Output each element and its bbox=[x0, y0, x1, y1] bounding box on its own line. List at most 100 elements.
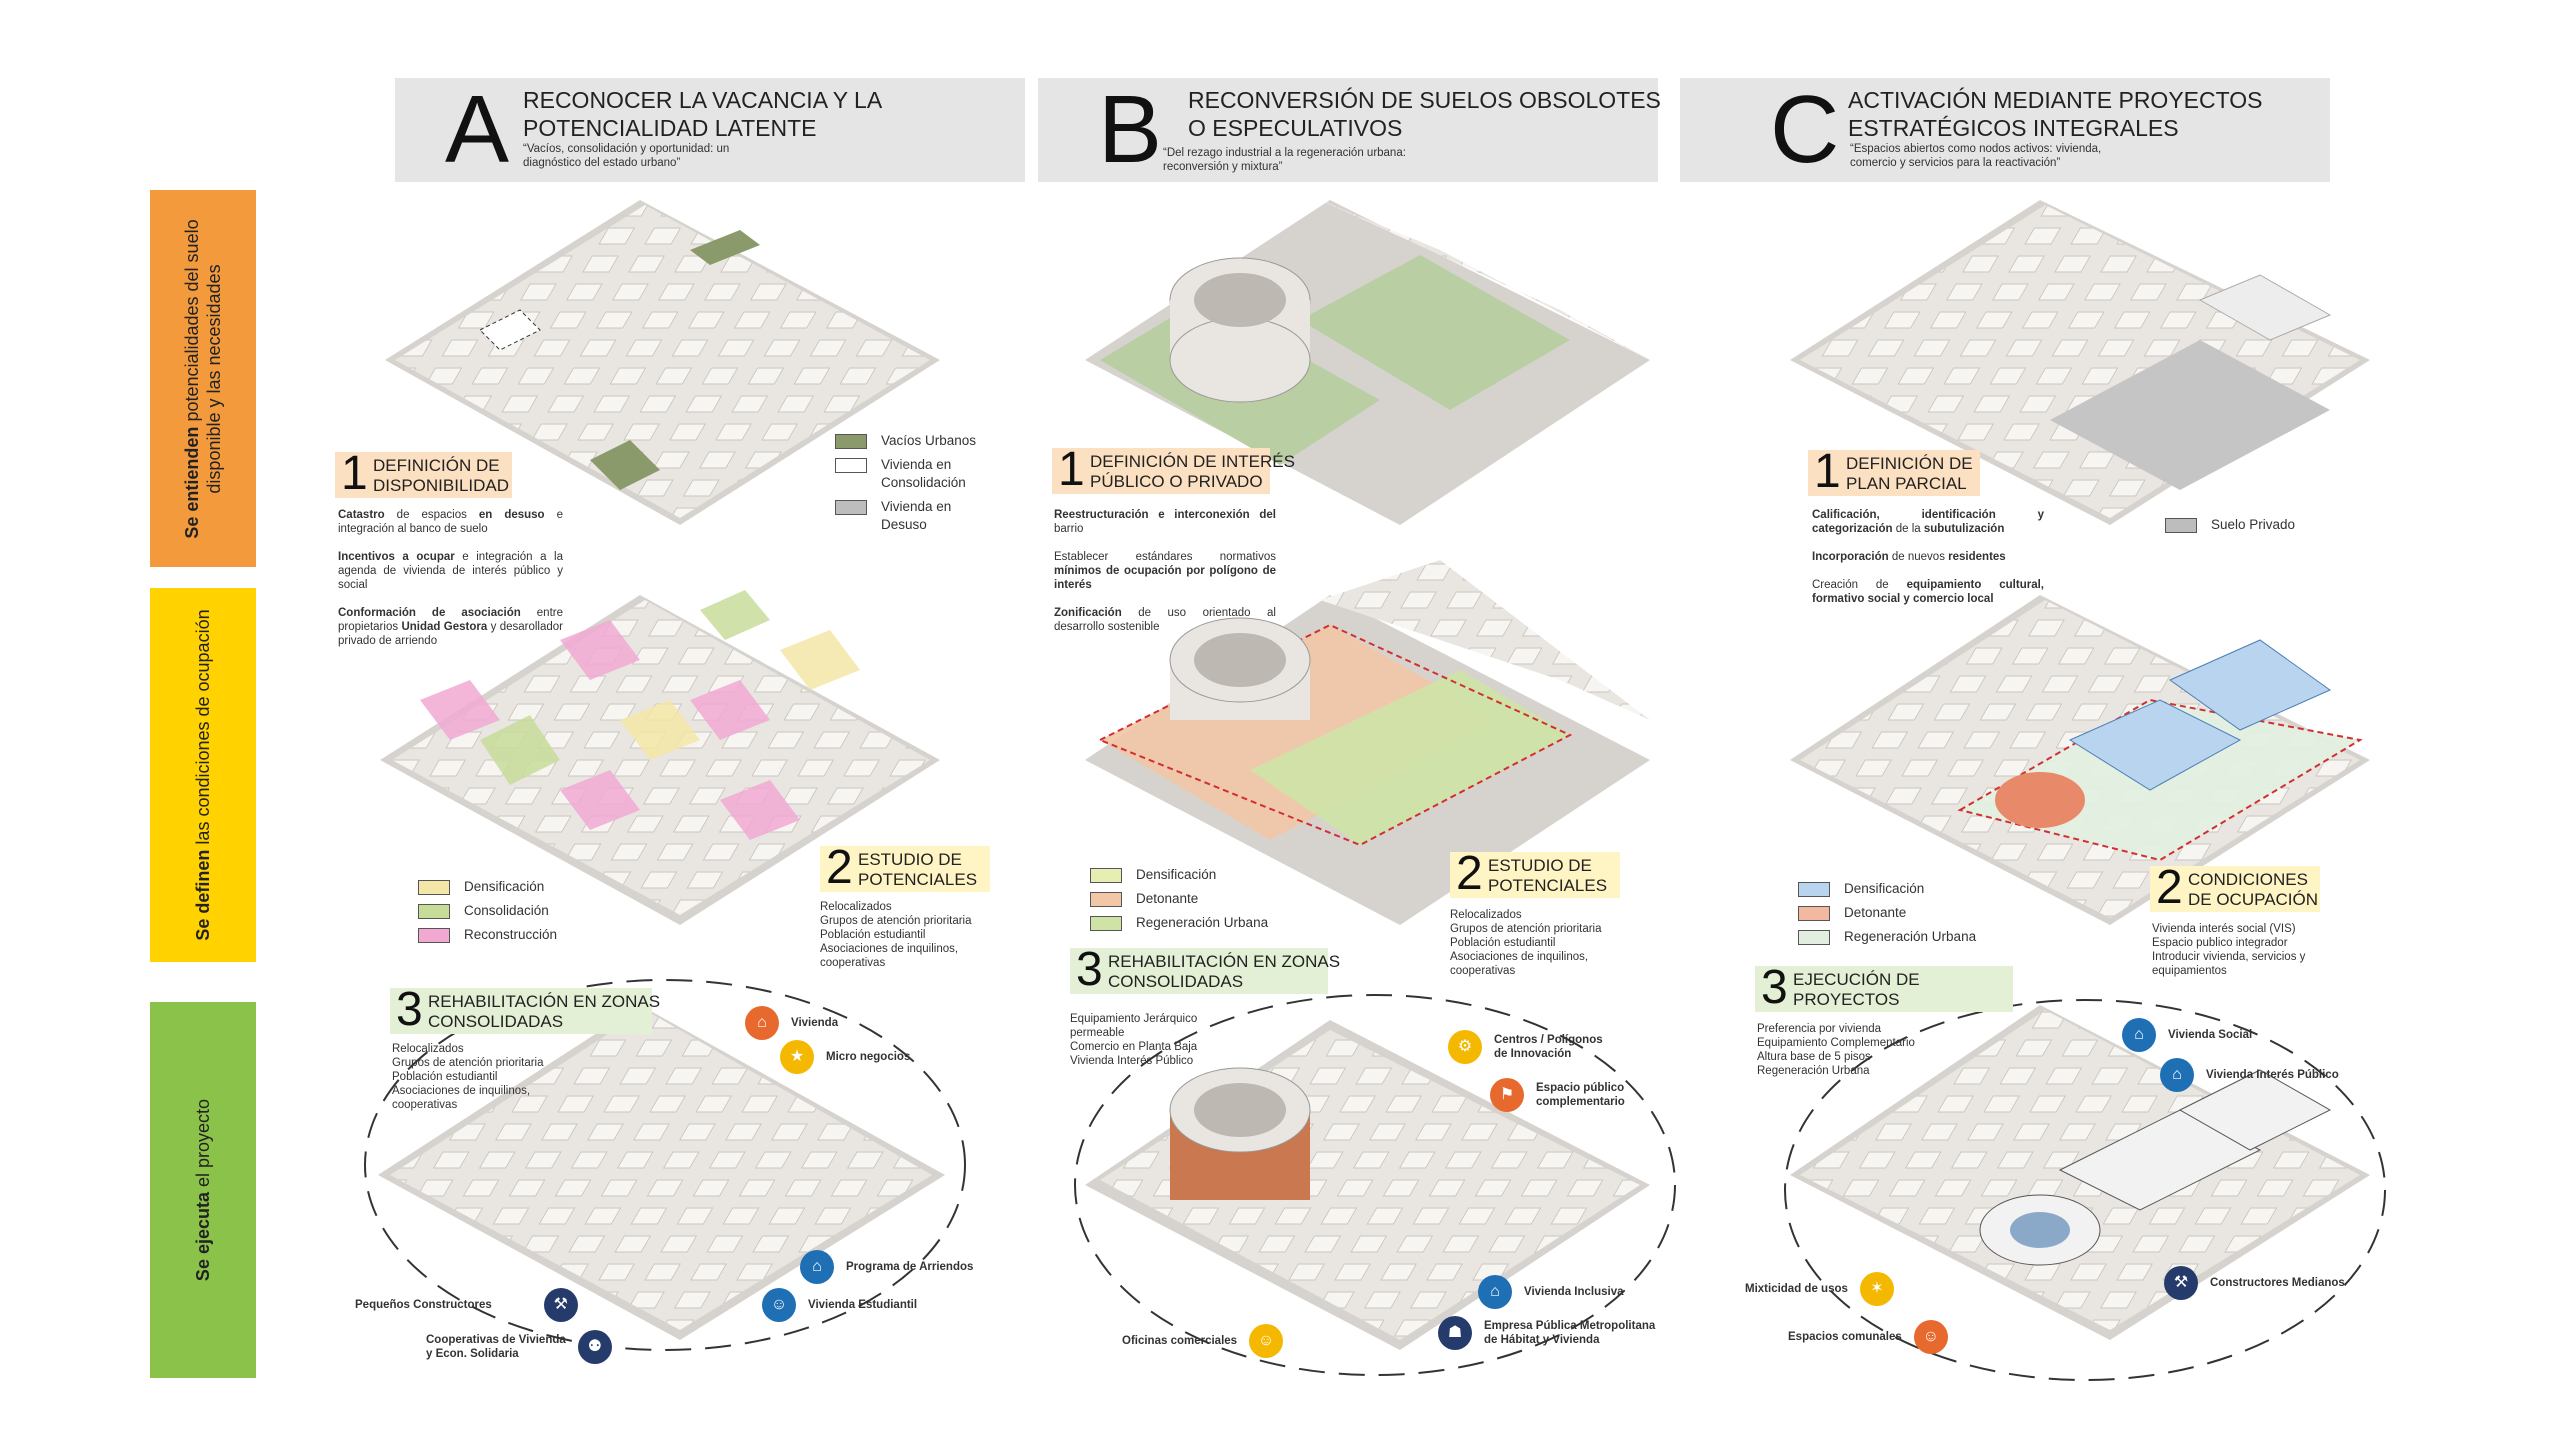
header-b: B RECONVERSIÓN DE SUELOS OBSOLOTES O ESP… bbox=[1038, 76, 1661, 183]
step-number: 3 bbox=[1076, 943, 1103, 996]
step-b2-list: Relocalizados Grupos de atención priorit… bbox=[1450, 909, 1602, 977]
column-letter: B bbox=[1098, 76, 1163, 183]
city-block-c3 bbox=[1784, 999, 2386, 1381]
key-icon: ⌂ bbox=[800, 1250, 834, 1284]
actor-vivienda-estudiantil: ☺ Vivienda Estudiantil bbox=[762, 1288, 917, 1322]
step-title: DEFINICIÓN DE DISPONIBILIDAD bbox=[373, 456, 510, 495]
legend-item: Suelo Privado bbox=[2165, 516, 2295, 534]
step-b2: 2 ESTUDIO DE POTENCIALES bbox=[1450, 848, 1620, 900]
legend-item: Regeneración Urbana bbox=[1090, 914, 1268, 932]
actor-centros-innovacion: ⚙ Centros / Polígonos de Innovación bbox=[1448, 1030, 1603, 1064]
office-icon: ☺ bbox=[1249, 1324, 1284, 1358]
step-title: EJECUCIÓN DE PROYECTOS bbox=[1793, 970, 1920, 1009]
step-title: DEFINICIÓN DE INTERÉS PÚBLICO O PRIVADO bbox=[1090, 452, 1295, 491]
actor-vivienda-social: ⌂ Vivienda Social bbox=[2122, 1018, 2252, 1052]
step-c2: 2 CONDICIONES DE OCUPACIÓN bbox=[2150, 862, 2320, 914]
actor-empresa-publica: ☗ Empresa Pública Metropolitana de Hábit… bbox=[1438, 1316, 1655, 1350]
actor-espacio-publico: ⚑ Espacio público complementario bbox=[1490, 1078, 1625, 1112]
legend-c2: Densificación Detonante Regeneración Urb… bbox=[1798, 880, 1976, 952]
step-c1: 1 DEFINICIÓN DE PLAN PARCIAL bbox=[1808, 446, 1980, 498]
step-number: 3 bbox=[396, 983, 423, 1036]
step-a1: 1 DEFINICIÓN DE DISPONIBILIDAD bbox=[335, 448, 512, 500]
step-number: 1 bbox=[341, 447, 368, 500]
city-block-a2 bbox=[380, 590, 940, 925]
column-subtitle: “Espacios abiertos como nodos activos: v… bbox=[1850, 143, 2102, 169]
step-number: 2 bbox=[826, 841, 853, 894]
city-block-b1 bbox=[1085, 200, 1650, 525]
builder-icon: ⚒ bbox=[543, 1288, 578, 1322]
actor-oficinas-comerciales: Oficinas comerciales ☺ bbox=[1122, 1324, 1284, 1358]
step-a3: 3 REHABILITACIÓN EN ZONAS CONSOLIDADAS bbox=[390, 984, 660, 1036]
column-title: RECONVERSIÓN DE SUELOS OBSOLOTES O ESPEC… bbox=[1188, 87, 1661, 141]
step-number: 2 bbox=[1456, 847, 1483, 900]
actor-vivienda-interes-publico: ⌂ Vivienda Interés Público bbox=[2160, 1058, 2339, 1092]
step-c2-list: Vivienda interés social (VIS) Espacio pu… bbox=[2152, 923, 2306, 977]
actor-pequenos-constructores: Pequeños Constructores ⚒ bbox=[355, 1288, 578, 1322]
column-title: ACTIVACIÓN MEDIANTE PROYECTOS ESTRATÉGIC… bbox=[1848, 87, 2263, 141]
city-block-a1 bbox=[385, 200, 940, 525]
shop-icon: ★ bbox=[780, 1040, 814, 1074]
step-a1-body: Catastro de espacios en desuso e integra… bbox=[338, 509, 564, 647]
legend-item: Densificación bbox=[1798, 880, 1976, 898]
step-number: 1 bbox=[1058, 443, 1085, 496]
step-c3: 3 EJECUCIÓN DE PROYECTOS bbox=[1755, 962, 2013, 1014]
social-housing-icon: ⌂ bbox=[2122, 1018, 2156, 1052]
public-space-icon: ⚑ bbox=[1490, 1078, 1524, 1112]
legend-item: Reconstrucción bbox=[418, 926, 557, 944]
innovation-icon: ⚙ bbox=[1448, 1030, 1482, 1064]
step-number: 2 bbox=[2156, 861, 2183, 914]
communal-icon: ☺ bbox=[1913, 1320, 1948, 1354]
step-title: ESTUDIO DE POTENCIALES bbox=[1488, 856, 1608, 895]
legend-item: Vivienda en Desuso bbox=[835, 498, 976, 534]
step-c3-list: Preferencia por vivienda Equipamiento Co… bbox=[1757, 1023, 1915, 1077]
row-bar-understand: Se entienden potencialidades del suelo d… bbox=[150, 190, 256, 567]
step-title: ESTUDIO DE POTENCIALES bbox=[858, 850, 978, 889]
step-title: CONDICIONES DE OCUPACIÓN bbox=[2188, 870, 2319, 909]
header-a: A RECONOCER LA VACANCIA Y LA POTENCIALID… bbox=[395, 78, 1025, 182]
mixed-use-icon: ✶ bbox=[1859, 1272, 1894, 1306]
row-bar-define: Se definen las condiciones de ocupación bbox=[150, 588, 256, 962]
step-a2: 2 ESTUDIO DE POTENCIALES bbox=[820, 842, 990, 894]
column-letter: C bbox=[1770, 76, 1840, 183]
legend-a2: Densificación Consolidación Reconstrucci… bbox=[418, 878, 557, 950]
student-icon: ☺ bbox=[762, 1288, 796, 1322]
actor-espacios-comunales: Espacios comunales ☺ bbox=[1788, 1320, 1948, 1354]
actor-cooperativas: Cooperativas de Vivienda y Econ. Solidar… bbox=[426, 1330, 612, 1364]
step-a3-list: Relocalizados Grupos de atención priorit… bbox=[392, 1043, 544, 1111]
city-block-b2 bbox=[1085, 560, 1650, 925]
column-subtitle: “Del rezago industrial a la regeneración… bbox=[1163, 147, 1406, 173]
actor-micro-negocios: ★ Micro negocios bbox=[780, 1040, 910, 1074]
legend-item: Densificación bbox=[1090, 866, 1268, 884]
header-c: C ACTIVACIÓN MEDIANTE PROYECTOS ESTRATÉG… bbox=[1680, 78, 2330, 182]
actor-mixticidad-usos: Mixticidad de usos ✶ bbox=[1745, 1272, 1894, 1306]
city-block-c1 bbox=[1790, 200, 2370, 525]
actor-vivienda: ⌂ Vivienda bbox=[745, 1006, 838, 1040]
column-title: RECONOCER LA VACANCIA Y LA POTENCIALIDAD… bbox=[523, 87, 883, 141]
legend-item: Detonante bbox=[1090, 890, 1268, 908]
actor-programa-arriendos: ⌂ Programa de Arriendos bbox=[800, 1250, 973, 1284]
inclusive-housing-icon: ⌂ bbox=[1478, 1275, 1512, 1309]
row-bar-execute: Se ejecuta el proyecto bbox=[150, 1002, 256, 1378]
public-housing-icon: ⌂ bbox=[2160, 1058, 2194, 1092]
step-number: 3 bbox=[1761, 961, 1788, 1014]
step-title: REHABILITACIÓN EN ZONAS CONSOLIDADAS bbox=[1108, 952, 1341, 991]
legend-item: Consolidación bbox=[418, 902, 557, 920]
legend-item: Detonante bbox=[1798, 904, 1976, 922]
column-subtitle: “Vacíos, consolidación y oportunidad: un… bbox=[523, 143, 730, 169]
legend-a1: Vacíos Urbanos Vivienda en Consolidación… bbox=[835, 432, 976, 540]
legend-item: Densificación bbox=[418, 878, 557, 896]
city-block-c2 bbox=[1790, 595, 2370, 925]
legend-b2: Densificación Detonante Regeneración Urb… bbox=[1090, 866, 1268, 938]
column-letter: A bbox=[445, 76, 510, 183]
step-b3: 3 REHABILITACIÓN EN ZONAS CONSOLIDADAS bbox=[1070, 944, 1340, 996]
legend-item: Vivienda en Consolidación bbox=[835, 456, 976, 492]
builder-icon: ⚒ bbox=[2164, 1266, 2198, 1300]
step-b3-list: Equipamiento Jerárquico permeable Comerc… bbox=[1070, 1013, 1198, 1067]
city-block-b3 bbox=[1074, 994, 1676, 1376]
legend-c1: Suelo Privado bbox=[2165, 516, 2295, 540]
actor-vivienda-inclusiva: ⌂ Vivienda Inclusiva bbox=[1478, 1275, 1624, 1309]
legend-item: Regeneración Urbana bbox=[1798, 928, 1976, 946]
step-c1-body: Calificación, identificación y categoriz… bbox=[1812, 509, 2044, 605]
step-number: 1 bbox=[1814, 445, 1841, 498]
